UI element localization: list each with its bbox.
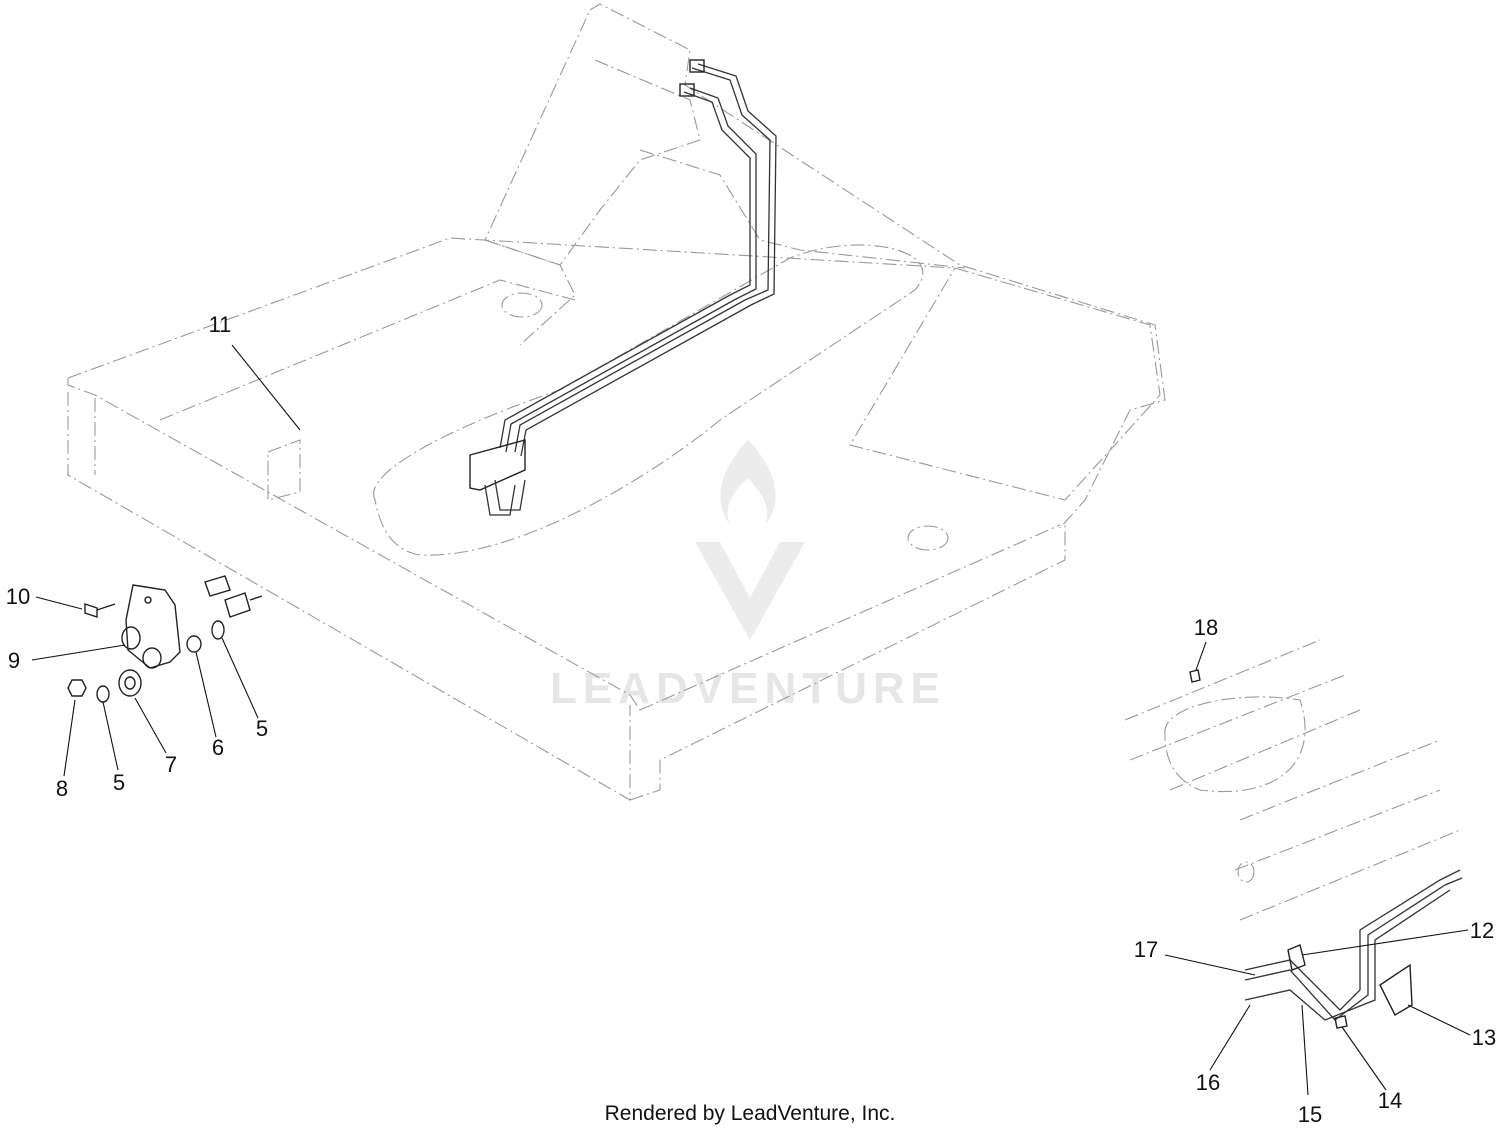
pin-18	[1189, 669, 1201, 683]
nut-14	[1334, 1015, 1348, 1029]
washer-5b	[211, 620, 225, 640]
frame-front-member-face	[67, 392, 631, 801]
callout-10: 10	[6, 584, 30, 609]
frame-center-tunnel	[639, 149, 966, 269]
spacer-7	[118, 669, 142, 697]
inset-detail	[1124, 639, 1463, 1029]
callout-12: 12	[1470, 918, 1494, 943]
frame-rear-deck	[589, 3, 1166, 529]
washer-5a	[96, 685, 110, 703]
callout-11: 11	[209, 312, 232, 337]
callout-9: 9	[8, 648, 20, 673]
tube-bracket-main	[469, 439, 526, 491]
leader-lines	[31, 344, 1471, 1096]
watermark: LEADVENTURE	[550, 440, 946, 713]
fitting-upper	[204, 575, 231, 597]
watermark-flame-icon	[720, 440, 776, 525]
callout-7: 7	[165, 752, 177, 777]
tube-fitting-top-2	[679, 83, 695, 97]
clip-12	[1287, 944, 1306, 971]
valve-mount-assembly	[67, 575, 263, 703]
watermark-v-icon	[695, 542, 805, 640]
bracket-13	[1379, 963, 1413, 1016]
frame-top-plate	[67, 237, 956, 379]
frame-hole-left	[501, 292, 543, 318]
frame-front-right-top	[639, 524, 1061, 711]
tube-fitting-top-1	[689, 59, 705, 73]
callout-16: 16	[1196, 1070, 1220, 1095]
fitting-lower	[224, 592, 263, 618]
callouts: 11 10 9 8 5 7 6 5 18 12 17 13 16 15 14	[6, 312, 1496, 1127]
bolt-10	[84, 603, 116, 618]
callout-6: 6	[212, 735, 224, 760]
footer-credit: Rendered by LeadVenture, Inc.	[605, 1102, 896, 1125]
frame-ramp-right	[849, 267, 1161, 501]
callout-15: 15	[1298, 1102, 1322, 1127]
frame-oval-cutout	[373, 244, 924, 556]
frame-top-plate-edge	[159, 279, 576, 421]
hydraulic-tubes	[469, 59, 777, 516]
frame-bracket-11	[267, 439, 301, 501]
frame-ramp-left	[484, 239, 576, 346]
frame-rear-deck-inner	[484, 9, 701, 266]
nut-8	[67, 679, 87, 697]
main-frame	[67, 3, 1166, 801]
callout-5-left: 5	[113, 770, 125, 795]
inset-oval	[1164, 696, 1306, 792]
frame-hole-right	[907, 525, 949, 551]
bushing-6	[186, 635, 202, 653]
callout-13: 13	[1472, 1025, 1496, 1050]
frame-front-right	[629, 525, 1066, 801]
callout-5-right: 5	[256, 716, 268, 741]
callout-14: 14	[1378, 1088, 1402, 1113]
callout-17: 17	[1134, 937, 1158, 962]
callout-18: 18	[1194, 615, 1218, 640]
mount-plate-9	[125, 584, 181, 669]
frame-front-member-top	[67, 378, 641, 711]
watermark-text: LEADVENTURE	[550, 664, 946, 713]
callout-8: 8	[56, 776, 68, 801]
